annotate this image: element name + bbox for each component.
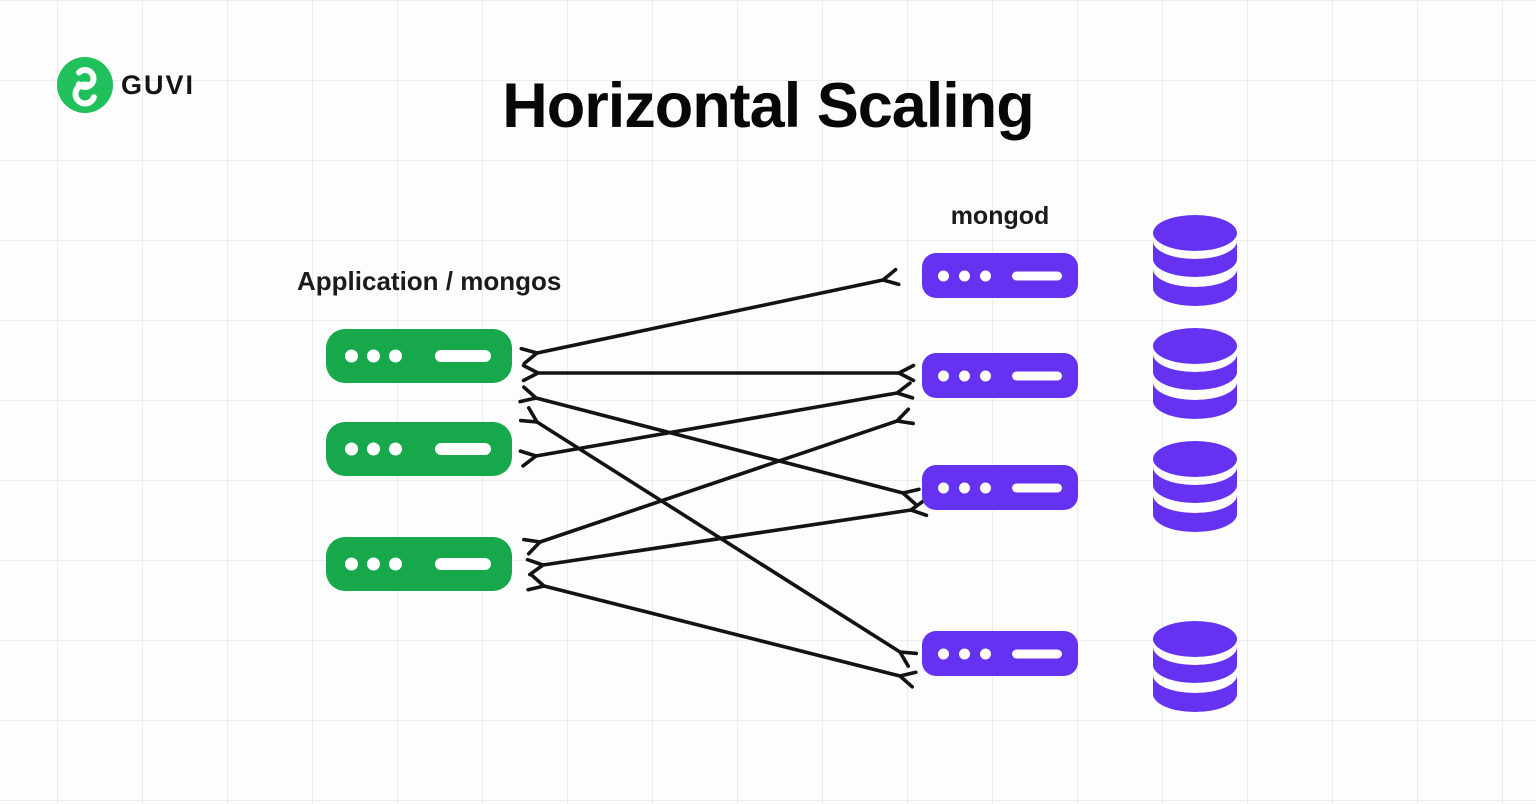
mongod-label: mongod [950, 202, 1050, 230]
server-led-dot [959, 648, 970, 659]
server-slot-bar [1012, 483, 1062, 492]
server-led-dot [959, 270, 970, 281]
server-led-dot [938, 270, 949, 281]
server-slot-bar [435, 350, 491, 362]
server-led-dot [938, 482, 949, 493]
server-slot-bar [1012, 371, 1062, 380]
server-led-dot [389, 557, 402, 571]
server-led-dot [938, 370, 949, 381]
database-cylinder-icon [1153, 441, 1237, 533]
server-led-dot [367, 557, 380, 571]
server-led-dot [367, 349, 380, 363]
database-cylinder-icon [1153, 215, 1237, 307]
page-title: Horizontal Scaling [502, 71, 1035, 141]
mongod-server-node [922, 253, 1078, 298]
server-led-dot [980, 270, 991, 281]
server-led-dot [980, 482, 991, 493]
guvi-logo-icon [57, 57, 113, 113]
server-slot-bar [435, 443, 491, 455]
brand-wordmark: GUVI [121, 69, 196, 100]
server-led-dot [345, 442, 358, 456]
mongod-server-node [922, 465, 1078, 510]
connection-arrow-mongos-1-to-mongod-1 [519, 267, 901, 366]
server-led-dot [959, 370, 970, 381]
server-led-dot [959, 482, 970, 493]
server-slot-bar [1012, 271, 1062, 280]
server-led-dot [367, 442, 380, 456]
mongod-server-node [922, 631, 1078, 676]
mongos-server-node [326, 537, 512, 591]
server-led-dot [389, 442, 402, 456]
server-slot-bar [1012, 649, 1062, 658]
mongos-server-node [326, 329, 512, 383]
connection-arrow-mongos-3-to-mongod-3 [525, 498, 929, 577]
mongos-server-node [326, 422, 512, 476]
server-led-dot [980, 648, 991, 659]
application-mongos-label: Application / mongos [297, 266, 562, 296]
server-led-dot [345, 557, 358, 571]
connection-arrow-mongos-3-to-mongod-4 [526, 573, 918, 689]
server-led-dot [938, 648, 949, 659]
database-cylinder-icon [1153, 328, 1237, 420]
connection-arrow-mongos-3-to-mongod-2 [522, 407, 915, 556]
server-led-dot [980, 370, 991, 381]
server-led-dot [345, 349, 358, 363]
server-led-dot [389, 349, 402, 363]
database-cylinder-icon [1153, 621, 1237, 713]
brand-logo: GUVI [57, 57, 195, 113]
mongod-server-node [922, 353, 1078, 398]
server-slot-bar [435, 558, 491, 570]
